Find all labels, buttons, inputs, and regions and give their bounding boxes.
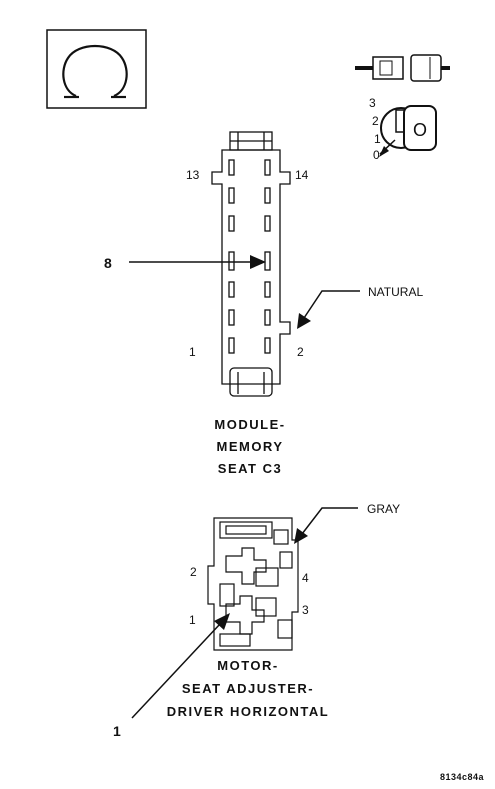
c3-title-line-3: SEAT C3	[218, 461, 282, 476]
pin-label-14: 14	[295, 168, 309, 182]
ignition-key-icon: 3 2 1 0 O	[369, 96, 437, 162]
c3-title-line-1: MODULE-	[214, 417, 285, 432]
c3-title-line-2: MEMORY	[216, 439, 283, 454]
pin-label-13: 13	[186, 168, 200, 182]
motor-title-line-1: MOTOR-	[217, 658, 278, 673]
key-position-0: 0	[373, 148, 380, 162]
key-position-2: 2	[372, 114, 379, 128]
motor-pin-label-2: 2	[190, 565, 197, 579]
callout-1-arrow	[131, 613, 230, 719]
color-label-natural: NATURAL	[368, 285, 423, 299]
connector-mating-icon	[355, 54, 450, 82]
motor-pin-label-1: 1	[189, 613, 196, 627]
key-position-3: 3	[369, 96, 376, 110]
motor-seat-adjuster-connector	[207, 517, 299, 651]
pin-label-2: 2	[297, 345, 304, 359]
color-label-gray: GRAY	[367, 502, 400, 516]
figure-code: 8134c84a	[440, 772, 485, 782]
key-position-1: 1	[374, 132, 381, 146]
omega-symbol-icon	[46, 29, 147, 109]
key-letter: O	[413, 120, 427, 140]
motor-pin-label-3: 3	[302, 603, 309, 617]
callout-1: 1	[113, 723, 121, 739]
module-memory-seat-c3-connector	[211, 131, 291, 397]
callout-8-arrow	[129, 255, 266, 269]
gray-leader-arrow	[294, 507, 358, 544]
pin-label-1: 1	[189, 345, 196, 359]
motor-title-line-3: DRIVER HORIZONTAL	[167, 704, 329, 719]
motor-title-line-2: SEAT ADJUSTER-	[182, 681, 314, 696]
motor-pin-label-4: 4	[302, 571, 309, 585]
callout-8: 8	[104, 255, 112, 271]
natural-leader-arrow	[297, 290, 360, 329]
